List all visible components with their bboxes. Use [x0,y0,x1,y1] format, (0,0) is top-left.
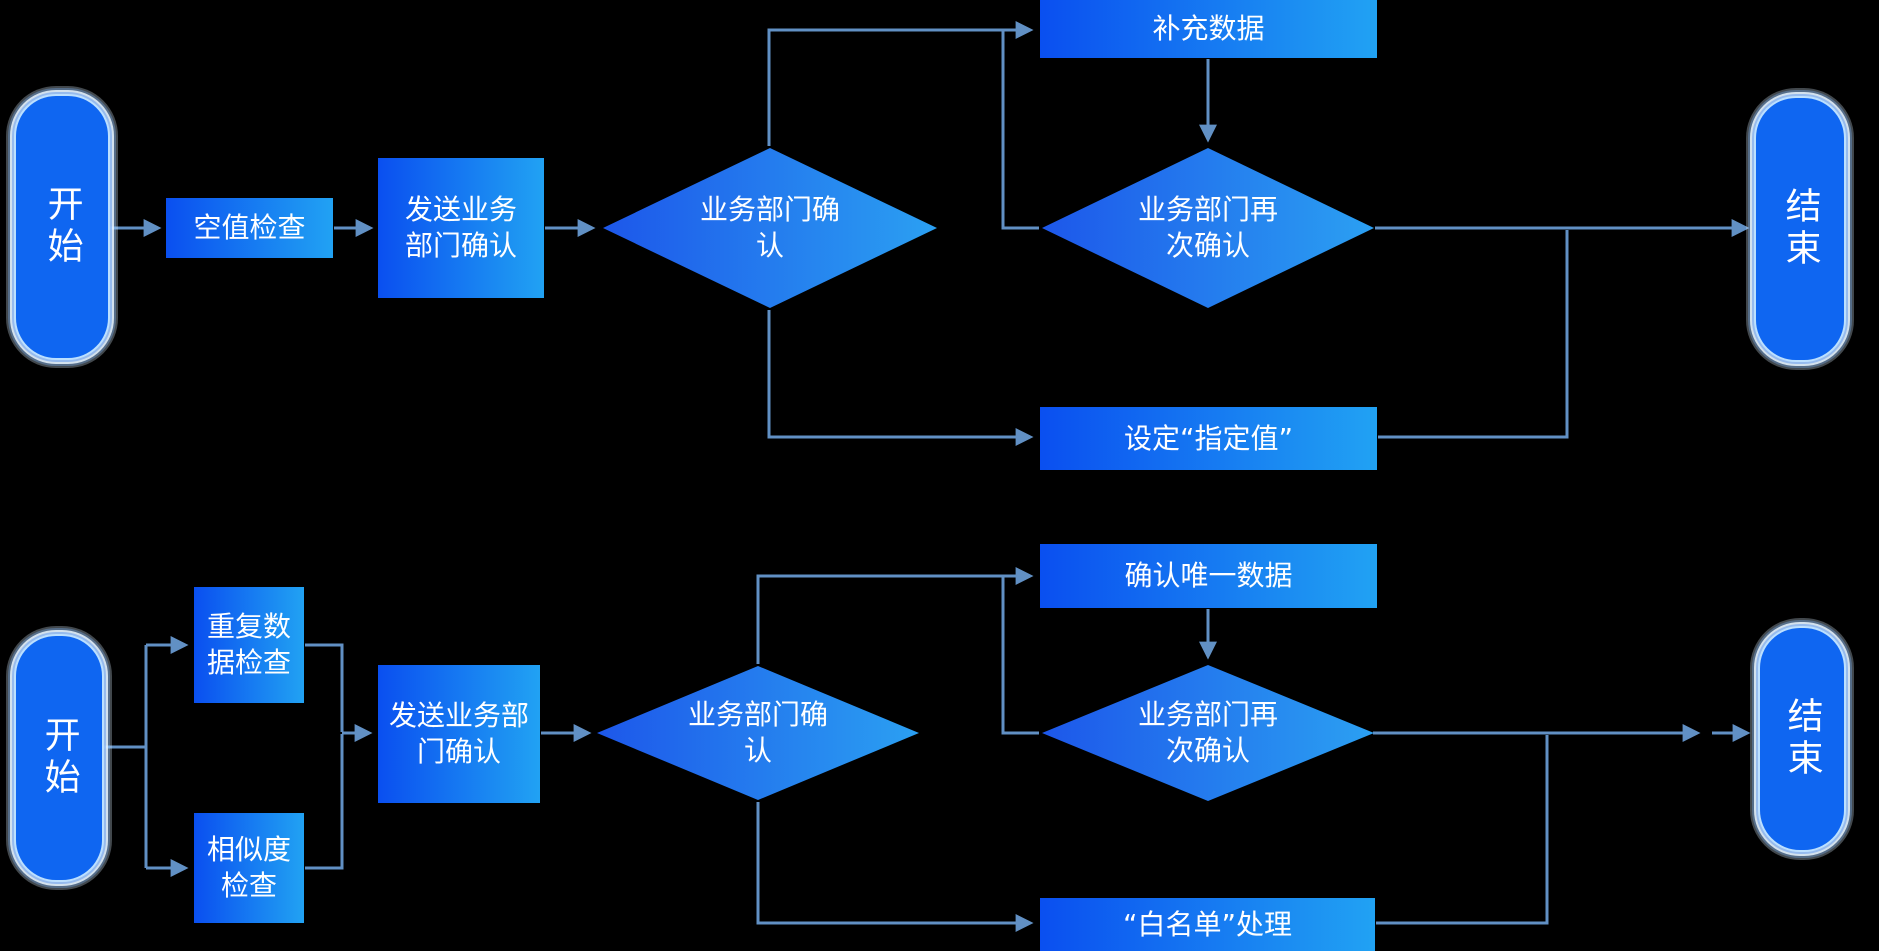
end-node-bottom-flow: 结束 [1760,628,1844,850]
process-similarity-check: 相似度 检查 [194,813,304,923]
edge-confirm1-to-setvalue [767,310,1034,446]
process-send-dept-confirm-top: 发送业务 部门确认 [378,158,544,298]
process-whitelist-handling: “白名单”处理 [1040,898,1375,951]
start-node-bottom-flow: 开始 [16,636,102,880]
edge-dupcheck-to-merge [305,643,344,732]
edge-setvalue-to-merge1 [1378,230,1569,439]
process-null-check: 空值检查 [166,198,333,258]
process-supplement-data: 补充数据 [1040,0,1377,58]
end-node-top-flow: 结束 [1756,98,1844,360]
process-confirm-unique-data: 确认唯一数据 [1040,544,1377,608]
edge-simcheck-to-merge [305,734,344,870]
process-set-specified-value: 设定“指定值” [1040,407,1377,470]
edge-confirm1-to-supplement [767,21,1034,146]
edge-confirm2-to-unique [756,567,1034,664]
edge-whitelist-to-merge2 [1376,735,1549,925]
start-node-top-flow: 开始 [16,96,108,358]
edge-confirm1-to-reconfirm1 [1001,31,1039,230]
edge-confirm2-to-reconfirm2 [1001,577,1039,735]
process-send-dept-confirm-bottom: 发送业务部 门确认 [378,665,540,803]
process-duplicate-check: 重复数 据检查 [194,587,304,703]
edge-confirm2-to-whitelist [756,802,1034,932]
